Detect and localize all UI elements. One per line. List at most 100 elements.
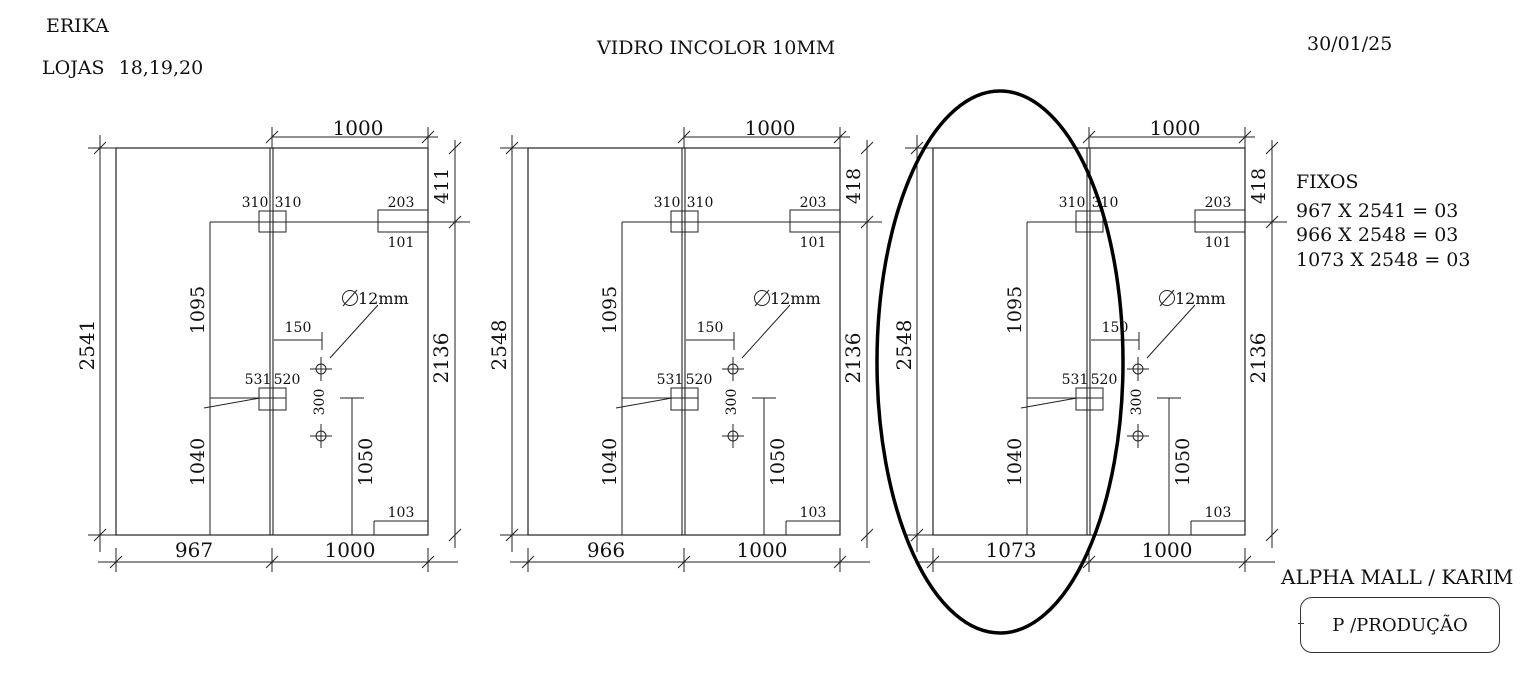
dimension-tick <box>1265 141 1279 155</box>
handle-height-label: 1050 <box>355 438 377 486</box>
upper-height-label: 1095 <box>187 286 209 334</box>
top-lock-box <box>377 209 429 233</box>
summary-line: 967 X 2541 = 03 <box>1296 199 1459 222</box>
fixed-width-label: 966 <box>587 538 625 562</box>
hinge-mid-left-label: 531 <box>245 372 272 388</box>
stores-numbers: 18,19,20 <box>118 57 204 79</box>
hinge-mid-right-label: 520 <box>274 372 301 388</box>
dimension-tick <box>677 555 691 569</box>
hinge-top-right-label: 310 <box>1092 195 1119 211</box>
dimension-tick <box>421 130 435 144</box>
panel-outline <box>527 147 841 536</box>
door-height-label: 2136 <box>841 333 865 384</box>
handle-height-label: 1050 <box>767 438 789 486</box>
lower-height-label: 1040 <box>1004 438 1026 486</box>
dimension-tick <box>109 555 123 569</box>
top-hinge-box <box>1075 210 1104 233</box>
dimension-tick <box>448 141 462 155</box>
top-hinge-box <box>258 210 287 233</box>
lock-bottom-label: 103 <box>1205 505 1232 521</box>
total-height-label: 2541 <box>75 320 99 371</box>
handle-spacing-label: 300 <box>312 389 328 416</box>
hole-leader-line <box>329 304 379 359</box>
hinge-mid-left-label: 531 <box>657 372 684 388</box>
lock-top-height-label: 101 <box>388 235 415 251</box>
dimension-tick <box>677 130 691 144</box>
dimension-tick <box>1082 555 1096 569</box>
top-width-label: 1000 <box>745 116 796 140</box>
dimension-tick <box>833 555 847 569</box>
handle-offset-label: 150 <box>1102 320 1129 336</box>
top-hinge-box <box>670 210 699 233</box>
dimension-tick <box>1238 130 1252 144</box>
hinge-top-right-label: 310 <box>687 195 714 211</box>
lock-bottom-label: 103 <box>388 505 415 521</box>
top-height-label: 418 <box>843 168 865 204</box>
lower-height-label: 1040 <box>599 438 621 486</box>
lock-top-width-label: 203 <box>1205 195 1232 211</box>
dimension-tick <box>926 555 940 569</box>
hole-diameter-label: 12mm <box>770 289 821 308</box>
top-height-label: 418 <box>1248 168 1270 204</box>
diameter-icon-stroke <box>754 289 770 307</box>
project-name: ALPHA MALL / KARIM <box>1281 565 1514 589</box>
lock-bottom-label: 103 <box>800 505 827 521</box>
dimension-tick <box>265 130 279 144</box>
diameter-icon <box>1159 290 1175 306</box>
door-height-label: 2136 <box>429 333 453 384</box>
hinge-top-left-label: 310 <box>242 195 269 211</box>
dimension-tick <box>421 555 435 569</box>
handle-offset-label: 150 <box>697 320 724 336</box>
lock-top-width-label: 203 <box>800 195 827 211</box>
dimension-tick <box>910 141 924 155</box>
fixed-panels-summary: FIXOS 967 X 2541 = 03 966 X 2548 = 03 10… <box>1296 170 1471 272</box>
diameter-icon <box>754 290 770 306</box>
total-height-label: 2548 <box>487 320 511 371</box>
stamp-tick-mark <box>1298 623 1304 624</box>
dimension-tick <box>860 528 874 542</box>
hole-leader-line <box>741 304 791 359</box>
handle-spacing-label: 300 <box>724 389 740 416</box>
mid-hinge-box <box>1075 387 1104 411</box>
hinge-top-left-label: 310 <box>654 195 681 211</box>
hinge-mid-right-label: 520 <box>686 372 713 388</box>
diameter-icon-stroke <box>1159 289 1175 307</box>
lock-top-width-label: 203 <box>388 195 415 211</box>
dimension-tick <box>505 141 519 155</box>
dimension-tick <box>448 528 462 542</box>
door-width-label: 1000 <box>325 538 376 562</box>
stores-label: LOJAS <box>42 57 105 79</box>
fixed-width-label: 967 <box>175 538 213 562</box>
highlight-ellipse <box>875 89 1125 635</box>
client-name: ERIKA <box>46 15 109 37</box>
handle-height-label: 1050 <box>1172 438 1194 486</box>
handle-spacing-label: 300 <box>1129 389 1145 416</box>
hole-leader-line <box>1146 304 1196 359</box>
lock-top-height-label: 101 <box>1205 235 1232 251</box>
upper-height-label: 1095 <box>1004 286 1026 334</box>
top-width-label: 1000 <box>333 116 384 140</box>
panel-outline <box>115 147 429 536</box>
top-height-label: 411 <box>431 168 453 204</box>
handle-offset-label: 150 <box>285 320 312 336</box>
summary-line: 1073 X 2548 = 03 <box>1296 248 1471 271</box>
dimension-tick <box>1265 528 1279 542</box>
dimension-tick <box>860 215 874 229</box>
lock-top-height-label: 101 <box>800 235 827 251</box>
total-height-label: 2548 <box>892 320 916 371</box>
mid-hinge-leader <box>615 397 673 409</box>
dimension-tick <box>93 141 107 155</box>
dimension-tick <box>1082 130 1096 144</box>
stamp-label: P /PRODUÇÃO <box>1332 614 1468 636</box>
hinge-mid-right-label: 520 <box>1091 372 1118 388</box>
dimension-tick <box>1238 555 1252 569</box>
fixed-width-label: 1073 <box>986 538 1037 562</box>
material-title: VIDRO INCOLOR 10MM <box>597 37 836 59</box>
hinge-top-left-label: 310 <box>1059 195 1086 211</box>
summary-title: FIXOS <box>1296 171 1359 193</box>
dimension-tick <box>265 555 279 569</box>
